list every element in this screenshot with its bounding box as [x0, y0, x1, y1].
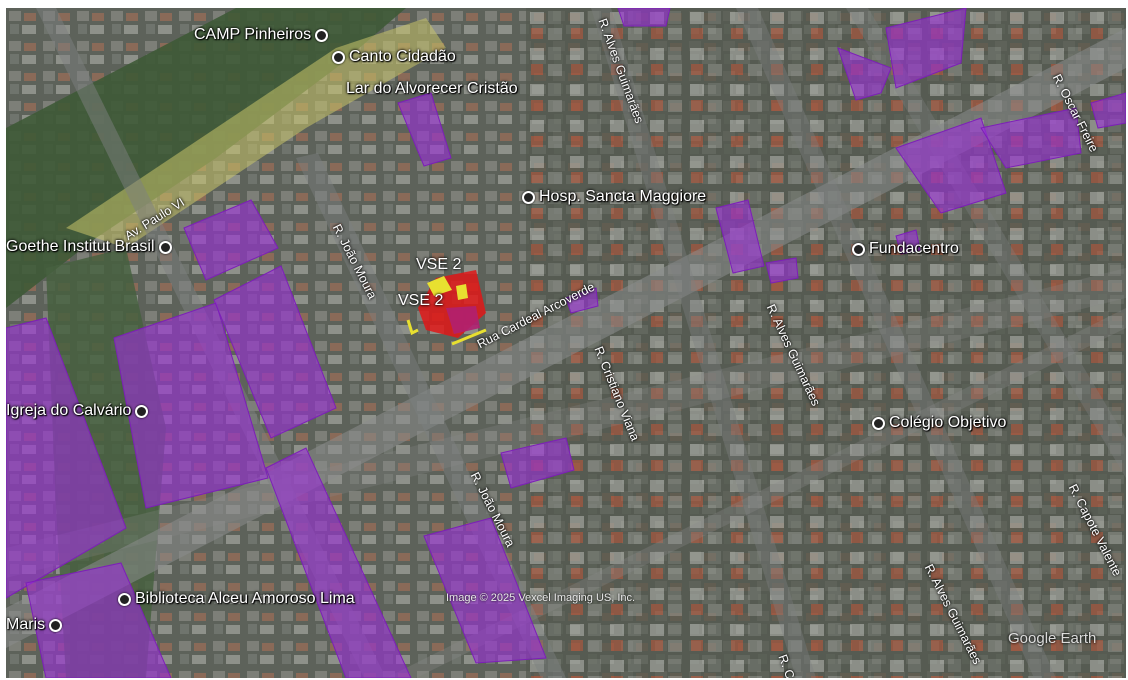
- poi-label: Canto Cidadão: [349, 48, 456, 65]
- satellite-imagery: [6, 8, 1126, 678]
- poi-lar-alvorecer[interactable]: Lar do Alvorecer Cristão: [346, 80, 518, 98]
- poi-label: Hosp. Sancta Maggiore: [539, 188, 707, 205]
- poi-label: Goethe Institut Brasil: [6, 238, 155, 255]
- poi-maris[interactable]: Maris: [6, 616, 63, 634]
- poi-label: Maris: [6, 616, 46, 633]
- vse-label: VSE 2: [398, 292, 444, 309]
- google-earth-logo: Google Earth: [1008, 630, 1097, 647]
- poi-goethe[interactable]: Goethe Institut Brasil: [6, 238, 172, 256]
- location-pin-icon: [852, 242, 865, 256]
- location-pin-icon: [118, 592, 131, 606]
- poi-label: Biblioteca Alceu Amoroso Lima: [135, 590, 355, 607]
- location-pin-icon: [522, 190, 535, 204]
- poi-label: Fundacentro: [869, 240, 959, 257]
- vse-label: VSE 2: [416, 256, 462, 273]
- location-pin-icon: [872, 416, 885, 430]
- poi-igreja-calvario[interactable]: Igreja do Calvário: [6, 402, 149, 420]
- poi-fundacentro[interactable]: Fundacentro: [852, 240, 959, 258]
- location-pin-icon: [135, 404, 149, 418]
- location-pin-icon: [332, 50, 345, 64]
- poi-label: Colégio Objetivo: [889, 414, 1007, 431]
- map-view[interactable]: CAMP Pinheiros Canto Cidadão Lar do Alvo…: [6, 8, 1126, 678]
- vse-site-footprint[interactable]: [406, 270, 487, 346]
- location-pin-icon: [158, 240, 172, 254]
- poi-hosp-sancta[interactable]: Hosp. Sancta Maggiore: [522, 188, 706, 206]
- poi-canto-cidadao[interactable]: Canto Cidadão: [332, 48, 456, 66]
- poi-label: Igreja do Calvário: [6, 402, 132, 419]
- poi-camp-pinheiros[interactable]: CAMP Pinheiros: [194, 26, 329, 44]
- imagery-copyright: Image © 2025 Vexcel Imaging US, Inc.: [446, 592, 636, 604]
- location-pin-icon: [49, 618, 63, 632]
- poi-biblioteca[interactable]: Biblioteca Alceu Amoroso Lima: [118, 590, 355, 608]
- poi-label: CAMP Pinheiros: [194, 26, 312, 43]
- poi-colegio-objetivo[interactable]: Colégio Objetivo: [872, 414, 1006, 432]
- location-pin-icon: [315, 28, 329, 42]
- poi-label: Lar do Alvorecer Cristão: [346, 80, 518, 97]
